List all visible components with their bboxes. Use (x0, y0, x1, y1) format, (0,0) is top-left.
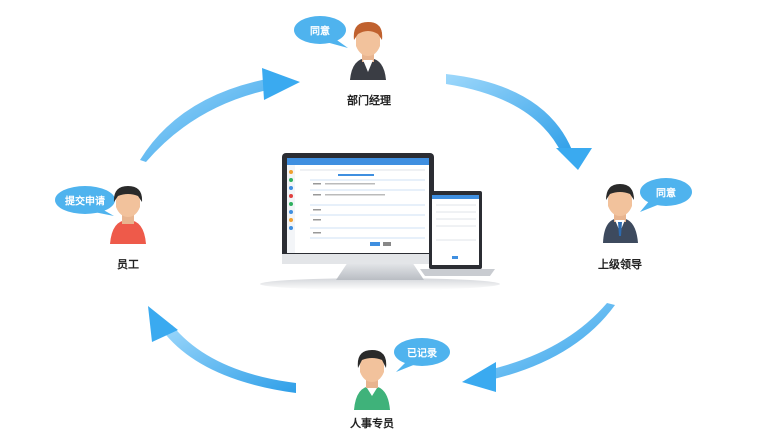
arrow-employee-to-manager (140, 68, 300, 162)
person-hr-icon (354, 350, 390, 410)
label-supervisor: 上级领导 (598, 258, 642, 271)
bubble-hr (394, 338, 450, 372)
arrow-supervisor-to-hr (462, 303, 615, 392)
bubble-manager-text: 同意 (310, 26, 330, 38)
monitor-icon (260, 153, 500, 290)
person-male-supervisor-icon (603, 184, 638, 243)
bubble-supervisor-text: 同意 (656, 188, 676, 200)
bubble-employee-text: 提交申请 (65, 196, 105, 208)
person-employee-icon (110, 186, 146, 244)
bubble-manager (294, 16, 348, 48)
bubble-supervisor (640, 178, 692, 212)
arrow-hr-to-employee (148, 306, 296, 393)
person-female-manager-icon (350, 22, 386, 80)
label-employee: 员工 (117, 258, 139, 271)
label-hr: 人事专员 (350, 417, 394, 430)
arrow-manager-to-supervisor (446, 74, 592, 170)
bubble-employee (55, 186, 115, 216)
bubble-hr-text: 已记录 (407, 348, 437, 360)
laptop-icon (420, 191, 495, 276)
label-manager: 部门经理 (347, 94, 391, 107)
